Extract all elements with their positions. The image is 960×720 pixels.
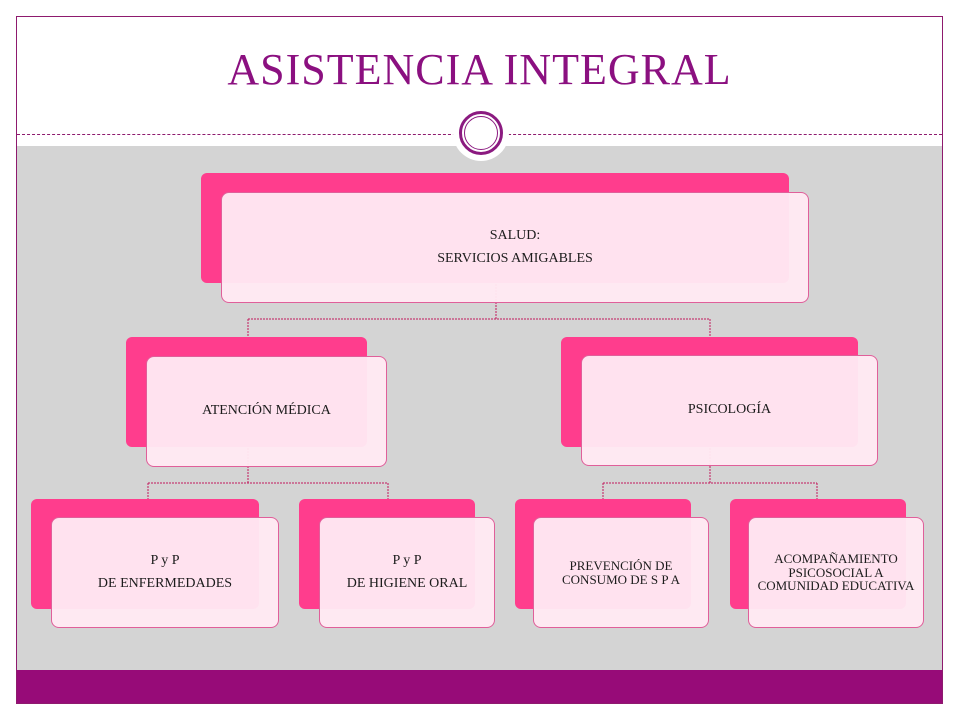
- higiene-line2: DE HIGIENE ORAL: [346, 575, 468, 591]
- psicologia-label: PSICOLOGÍA: [687, 402, 772, 418]
- footer-bar: [17, 670, 942, 703]
- slide-frame: [16, 16, 943, 704]
- root-node[interactable]: SALUD: SERVICIOS AMIGABLES: [221, 192, 809, 303]
- node-psicologia[interactable]: PSICOLOGÍA: [581, 355, 878, 466]
- enfermedades-line1: P y P: [150, 553, 180, 569]
- node-atencion-medica[interactable]: ATENCIÓN MÉDICA: [146, 356, 387, 467]
- node-pyp-higiene-oral[interactable]: P y P DE HIGIENE ORAL: [319, 517, 495, 628]
- prevencion-label: PREVENCIÓN DE CONSUMO DE S P A: [562, 557, 680, 587]
- circle-inner: [464, 116, 498, 150]
- node-prevencion-consumo[interactable]: PREVENCIÓN DE CONSUMO DE S P A: [533, 517, 709, 628]
- atencion-label: ATENCIÓN MÉDICA: [202, 403, 331, 419]
- node-acompanamiento-psicosocial[interactable]: ACOMPAÑAMIENTO PSICOSOCIAL A COMUNIDAD E…: [748, 517, 924, 628]
- circle-ring: [459, 111, 503, 155]
- root-line2: SERVICIOS AMIGABLES: [437, 250, 593, 266]
- slide-title: ASISTENCIA INTEGRAL: [227, 45, 732, 94]
- root-line1: SALUD:: [489, 228, 541, 244]
- enfermedades-line2: DE ENFERMEDADES: [97, 575, 233, 591]
- higiene-line1: P y P: [392, 553, 422, 569]
- node-pyp-enfermedades[interactable]: P y P DE ENFERMEDADES: [51, 517, 279, 628]
- acompanamiento-label: ACOMPAÑAMIENTO PSICOSOCIAL A COMUNIDAD E…: [757, 551, 915, 594]
